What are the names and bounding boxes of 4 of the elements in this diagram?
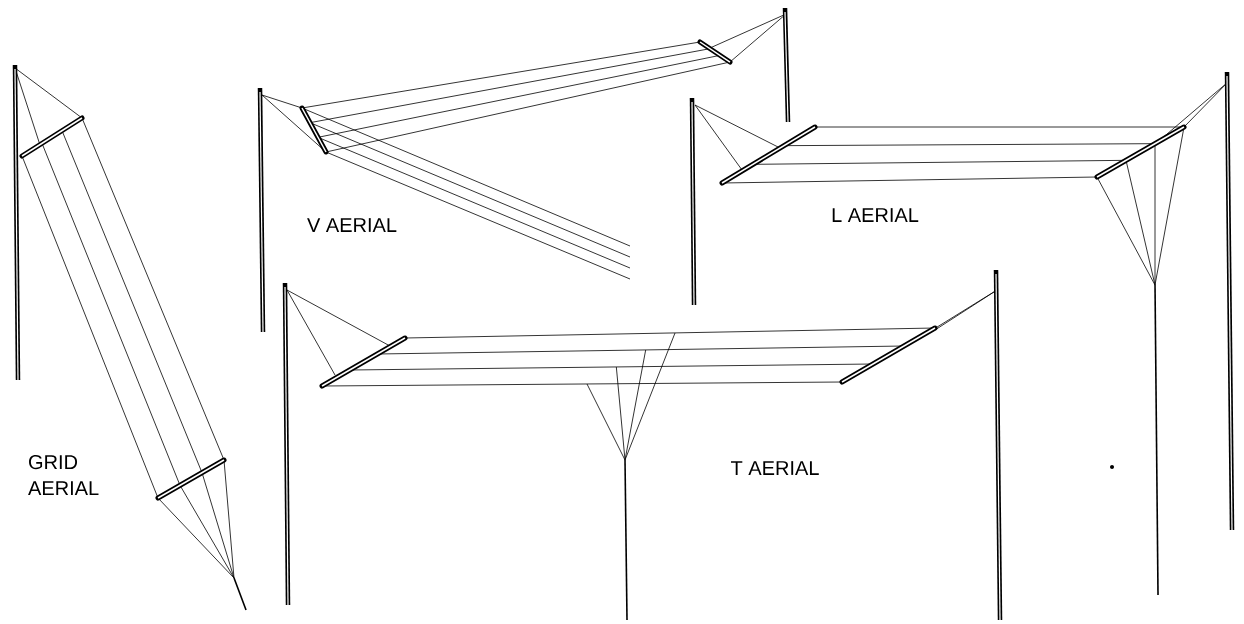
aerial-label: T AERIAL — [731, 461, 819, 475]
aerial-label: L AERIAL — [832, 208, 919, 222]
aerial-label: GRID AERIAL — [28, 455, 99, 495]
aerial-label: V AERIAL — [307, 218, 397, 232]
